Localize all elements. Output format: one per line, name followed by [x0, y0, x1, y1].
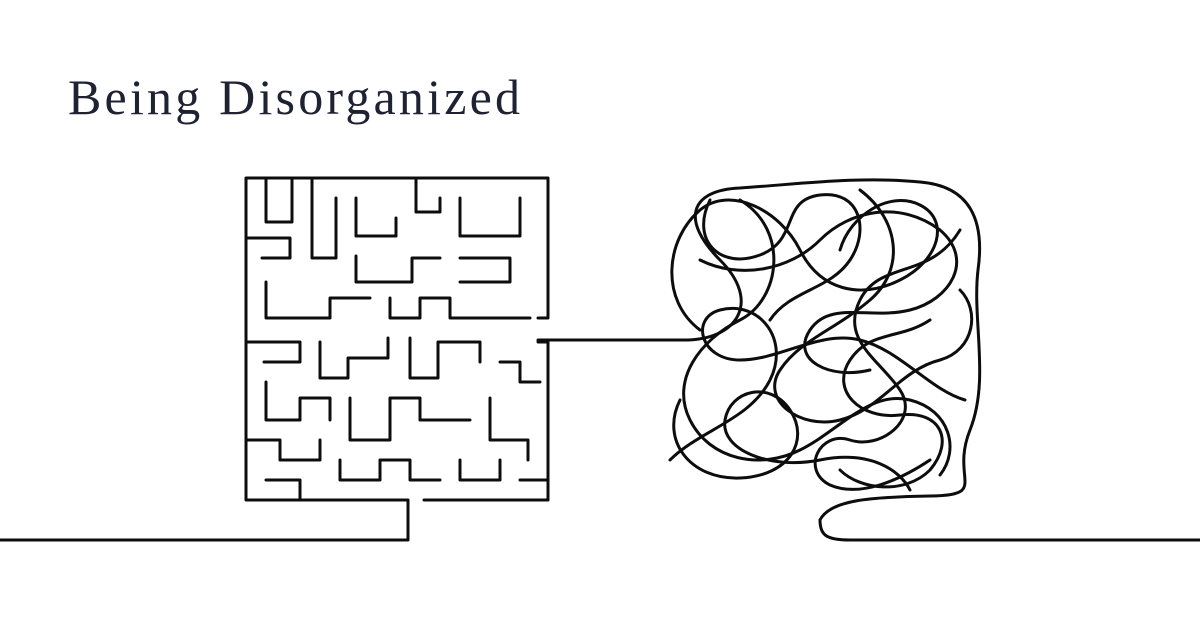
maze-icon [244, 176, 690, 502]
tangle-icon [668, 178, 982, 522]
page-title: Being Disorganized [68, 69, 524, 125]
baseline [0, 498, 1200, 542]
